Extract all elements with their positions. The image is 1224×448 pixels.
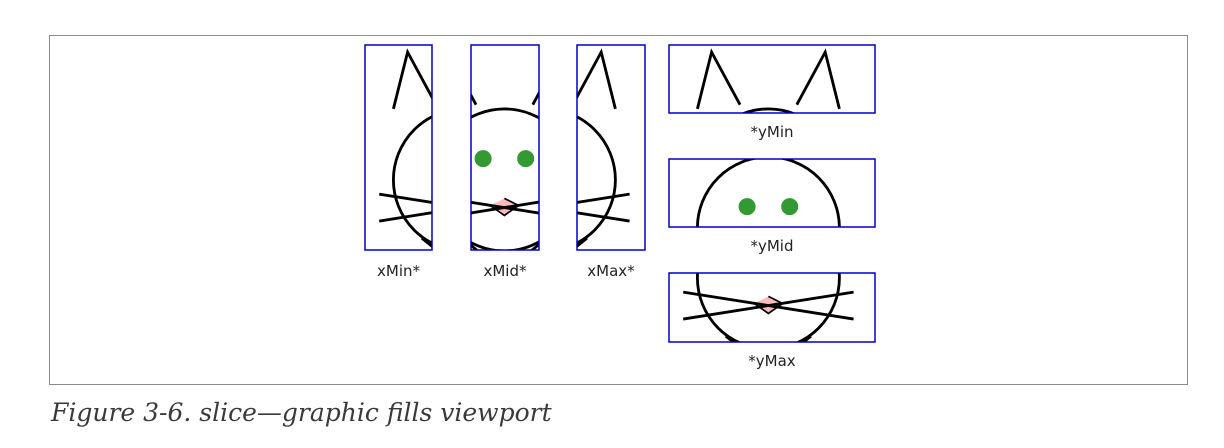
figure-frame xyxy=(49,35,1188,385)
label-xmin: xMin* xyxy=(377,262,420,280)
label-ymin: *yMin xyxy=(751,123,794,141)
viewport-xmin xyxy=(364,44,433,251)
label-xmid: xMid* xyxy=(483,262,527,280)
viewport-ymid xyxy=(668,158,876,228)
figure-caption: Figure 3-6. slice—graphic fills viewport xyxy=(51,398,552,427)
label-ymid: *yMid xyxy=(750,237,793,255)
label-xmax: xMax* xyxy=(587,262,635,280)
label-ymax: *yMax xyxy=(748,352,796,370)
viewport-xmax xyxy=(576,44,646,251)
viewport-xmid xyxy=(470,44,540,251)
viewport-ymin xyxy=(668,44,876,114)
cat-head-icon xyxy=(681,50,856,113)
viewport-ymax xyxy=(668,272,876,343)
cat-head-icon xyxy=(471,50,539,250)
